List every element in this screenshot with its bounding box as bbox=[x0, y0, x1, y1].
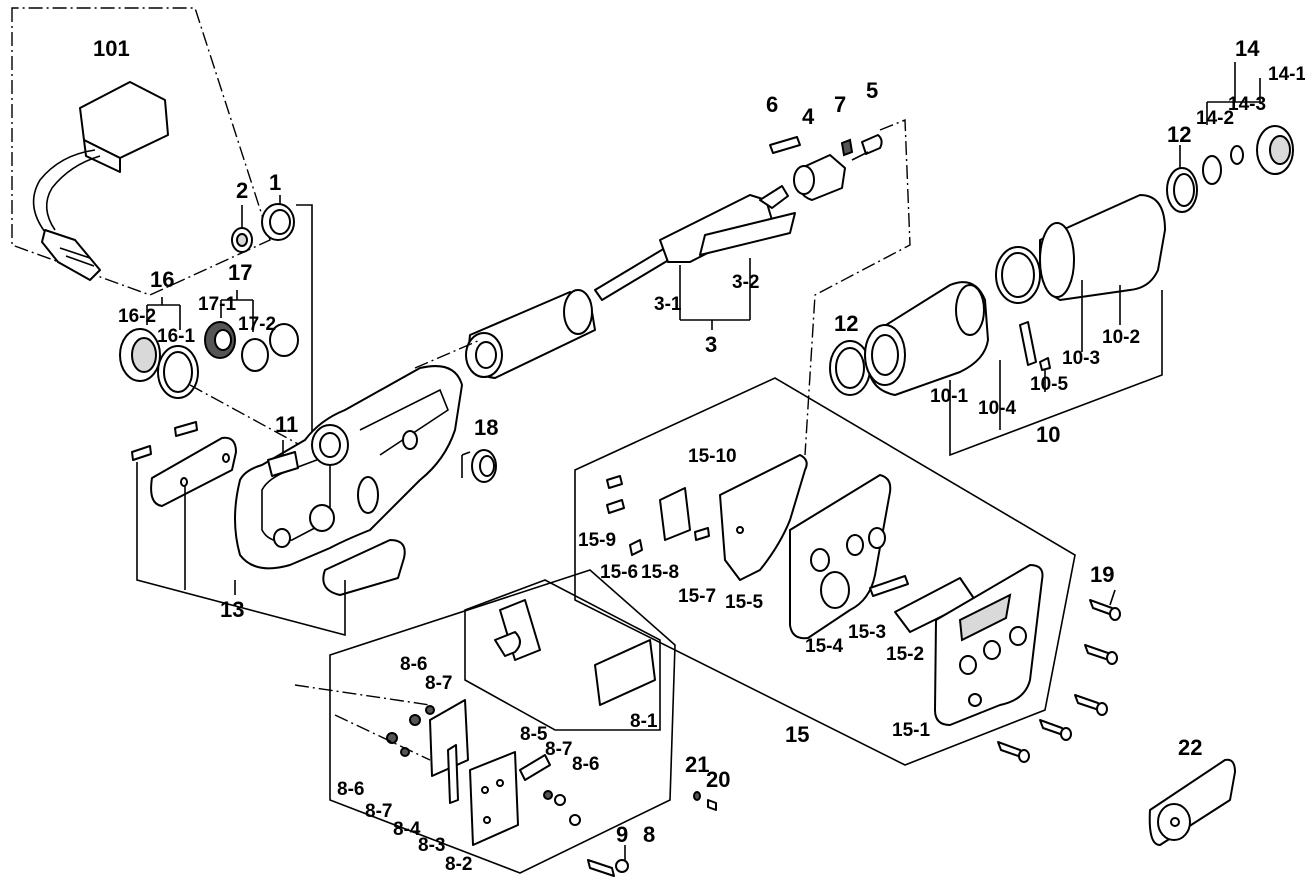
label-22: 22 bbox=[1178, 735, 1202, 760]
screws-19 bbox=[997, 589, 1121, 763]
label-11: 11 bbox=[275, 412, 298, 437]
label-10: 10 bbox=[1036, 422, 1060, 447]
label-8-7-mid: 8-7 bbox=[545, 739, 572, 760]
label-14-2: 14-2 bbox=[1196, 108, 1234, 129]
label-8-3: 8-3 bbox=[418, 835, 445, 856]
label-12-left: 12 bbox=[834, 311, 858, 336]
parts-9-20-21 bbox=[587, 791, 717, 877]
label-15-5: 15-5 bbox=[725, 592, 763, 613]
label-9: 9 bbox=[616, 822, 628, 847]
label-4: 4 bbox=[802, 104, 815, 129]
label-5: 5 bbox=[866, 78, 878, 103]
label-20: 20 bbox=[706, 767, 730, 792]
part-labels: 101 1 2 16 17 17-1 17-2 16-2 16-1 11 18 … bbox=[93, 36, 1305, 875]
label-8-5: 8-5 bbox=[520, 724, 548, 745]
label-14-1: 14-1 bbox=[1268, 64, 1305, 85]
label-8-4: 8-4 bbox=[393, 819, 421, 840]
label-15-10: 15-10 bbox=[688, 446, 737, 467]
label-17-1: 17-1 bbox=[198, 294, 236, 315]
parts-16-17 bbox=[119, 290, 301, 446]
label-3-2: 3-2 bbox=[732, 272, 759, 293]
label-18: 18 bbox=[474, 415, 498, 440]
cable-assembly-101 bbox=[11, 7, 271, 296]
label-16-1: 16-1 bbox=[157, 326, 195, 347]
label-15-3: 15-3 bbox=[848, 622, 886, 643]
label-12-right: 12 bbox=[1167, 122, 1191, 147]
label-2: 2 bbox=[236, 178, 248, 203]
parts-12-14 bbox=[1166, 62, 1294, 213]
label-17-2: 17-2 bbox=[238, 314, 276, 335]
label-8-1: 8-1 bbox=[630, 711, 658, 732]
label-15: 15 bbox=[785, 722, 809, 747]
label-8-7-top: 8-7 bbox=[425, 673, 452, 694]
label-10-3: 10-3 bbox=[1062, 348, 1100, 369]
parts-1-2 bbox=[231, 195, 313, 450]
label-101: 101 bbox=[93, 36, 130, 61]
label-15-7: 15-7 bbox=[678, 586, 716, 607]
label-15-1: 15-1 bbox=[892, 720, 930, 741]
label-1: 1 bbox=[269, 170, 281, 195]
label-21: 21 bbox=[685, 752, 709, 777]
label-17: 17 bbox=[228, 260, 252, 285]
label-3: 3 bbox=[705, 332, 717, 357]
parts-4-7 bbox=[769, 118, 911, 456]
label-8-6-right: 8-6 bbox=[572, 754, 599, 775]
part-15-assembly bbox=[574, 377, 1076, 766]
label-8-7-left: 8-7 bbox=[365, 801, 392, 822]
parts-13 bbox=[131, 421, 406, 637]
part-10-assembly bbox=[829, 194, 1166, 457]
main-frame bbox=[234, 365, 463, 570]
label-14: 14 bbox=[1235, 36, 1260, 61]
label-10-5: 10-5 bbox=[1030, 374, 1068, 395]
label-15-2: 15-2 bbox=[886, 644, 924, 665]
label-15-4: 15-4 bbox=[805, 636, 843, 657]
label-8-2: 8-2 bbox=[445, 854, 472, 875]
part-3-spindle bbox=[414, 185, 796, 379]
label-15-8: 15-8 bbox=[641, 562, 679, 583]
label-13: 13 bbox=[220, 597, 244, 622]
label-6: 6 bbox=[766, 92, 778, 117]
label-10-2: 10-2 bbox=[1102, 327, 1140, 348]
part-22 bbox=[1148, 758, 1236, 846]
label-8-6-top: 8-6 bbox=[400, 654, 427, 675]
label-14-3: 14-3 bbox=[1228, 94, 1266, 115]
label-8-6-left: 8-6 bbox=[337, 779, 364, 800]
label-10-1: 10-1 bbox=[930, 386, 968, 407]
label-16: 16 bbox=[150, 267, 174, 292]
label-8: 8 bbox=[643, 822, 655, 847]
label-10-4: 10-4 bbox=[978, 398, 1016, 419]
label-15-6: 15-6 bbox=[600, 562, 638, 583]
part-18 bbox=[461, 449, 497, 483]
label-7: 7 bbox=[834, 92, 846, 117]
label-15-9: 15-9 bbox=[578, 530, 616, 551]
part-8-assembly bbox=[294, 569, 676, 874]
label-16-2: 16-2 bbox=[118, 306, 156, 327]
label-19: 19 bbox=[1090, 562, 1114, 587]
label-3-1: 3-1 bbox=[654, 294, 682, 315]
